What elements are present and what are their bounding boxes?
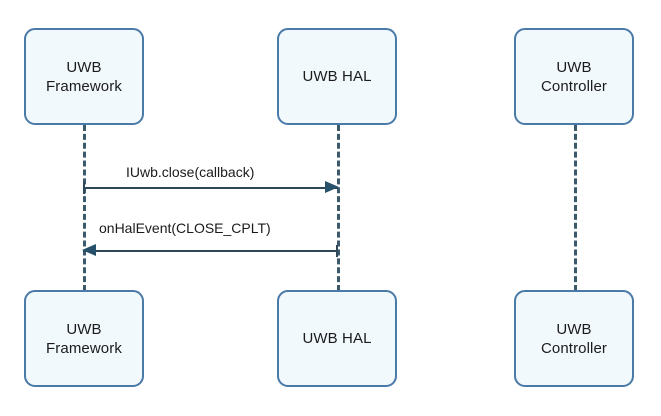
participant-box-uwb-hal-bottom[interactable]: UWB HAL <box>277 290 397 387</box>
message-label-close: IUwb.close(callback) <box>124 164 257 181</box>
participant-box-uwb-hal-top[interactable]: UWB HAL <box>277 28 397 125</box>
participant-label-uwb-controller-top: UWB Controller <box>540 58 608 95</box>
message-line-close-cplt <box>83 250 338 252</box>
participant-label-uwb-controller-bottom: UWB Controller <box>540 320 608 357</box>
participant-box-uwb-controller-bottom[interactable]: UWB Controller <box>514 290 634 387</box>
participant-box-uwb-framework-top[interactable]: UWB Framework <box>24 28 144 125</box>
message-line-close <box>83 187 338 189</box>
participant-label-uwb-framework-bottom: UWB Framework <box>46 320 122 357</box>
lifeline-uwb-controller <box>574 125 577 291</box>
participant-label-uwb-hal-bottom: UWB HAL <box>302 330 372 347</box>
message-label-close-cplt: onHalEvent(CLOSE_CPLT) <box>97 220 273 237</box>
participant-box-uwb-framework-bottom[interactable]: UWB Framework <box>24 290 144 387</box>
arrowhead-left-icon-close-cplt <box>82 244 96 256</box>
participant-label-uwb-framework-top: UWB Framework <box>46 58 122 95</box>
participant-label-uwb-hal-top: UWB HAL <box>302 68 372 85</box>
lifeline-uwb-framework <box>83 125 86 291</box>
arrowhead-right-icon-close <box>325 181 339 193</box>
lifeline-uwb-hal <box>337 125 340 291</box>
participant-box-uwb-controller-top[interactable]: UWB Controller <box>514 28 634 125</box>
